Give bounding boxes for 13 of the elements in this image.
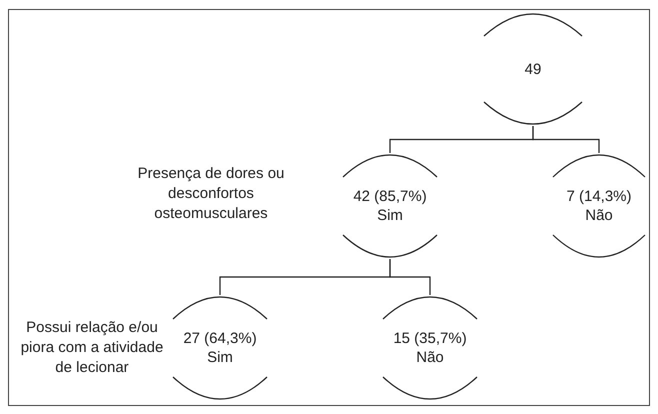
node-label: 27 (64,3%) — [183, 329, 257, 348]
annotation-text: Presença de dores ou desconfortos osteomusculares — [136, 164, 286, 224]
connector-line — [389, 259, 431, 295]
connector-line — [532, 126, 600, 153]
node-label: 42 (85,7%) — [353, 187, 427, 206]
node-label: 49 — [524, 60, 542, 78]
node-label: Sim — [377, 206, 403, 225]
node-label: 7 (14,3%) — [566, 187, 632, 206]
node-label: 15 (35,7%) — [393, 329, 467, 348]
annotation-text: Possui relação e/ou piora com a atividade de lecionar — [20, 318, 164, 378]
node-label: Não — [416, 348, 444, 367]
node-label: Sim — [207, 348, 233, 367]
node-label: Não — [585, 206, 613, 225]
